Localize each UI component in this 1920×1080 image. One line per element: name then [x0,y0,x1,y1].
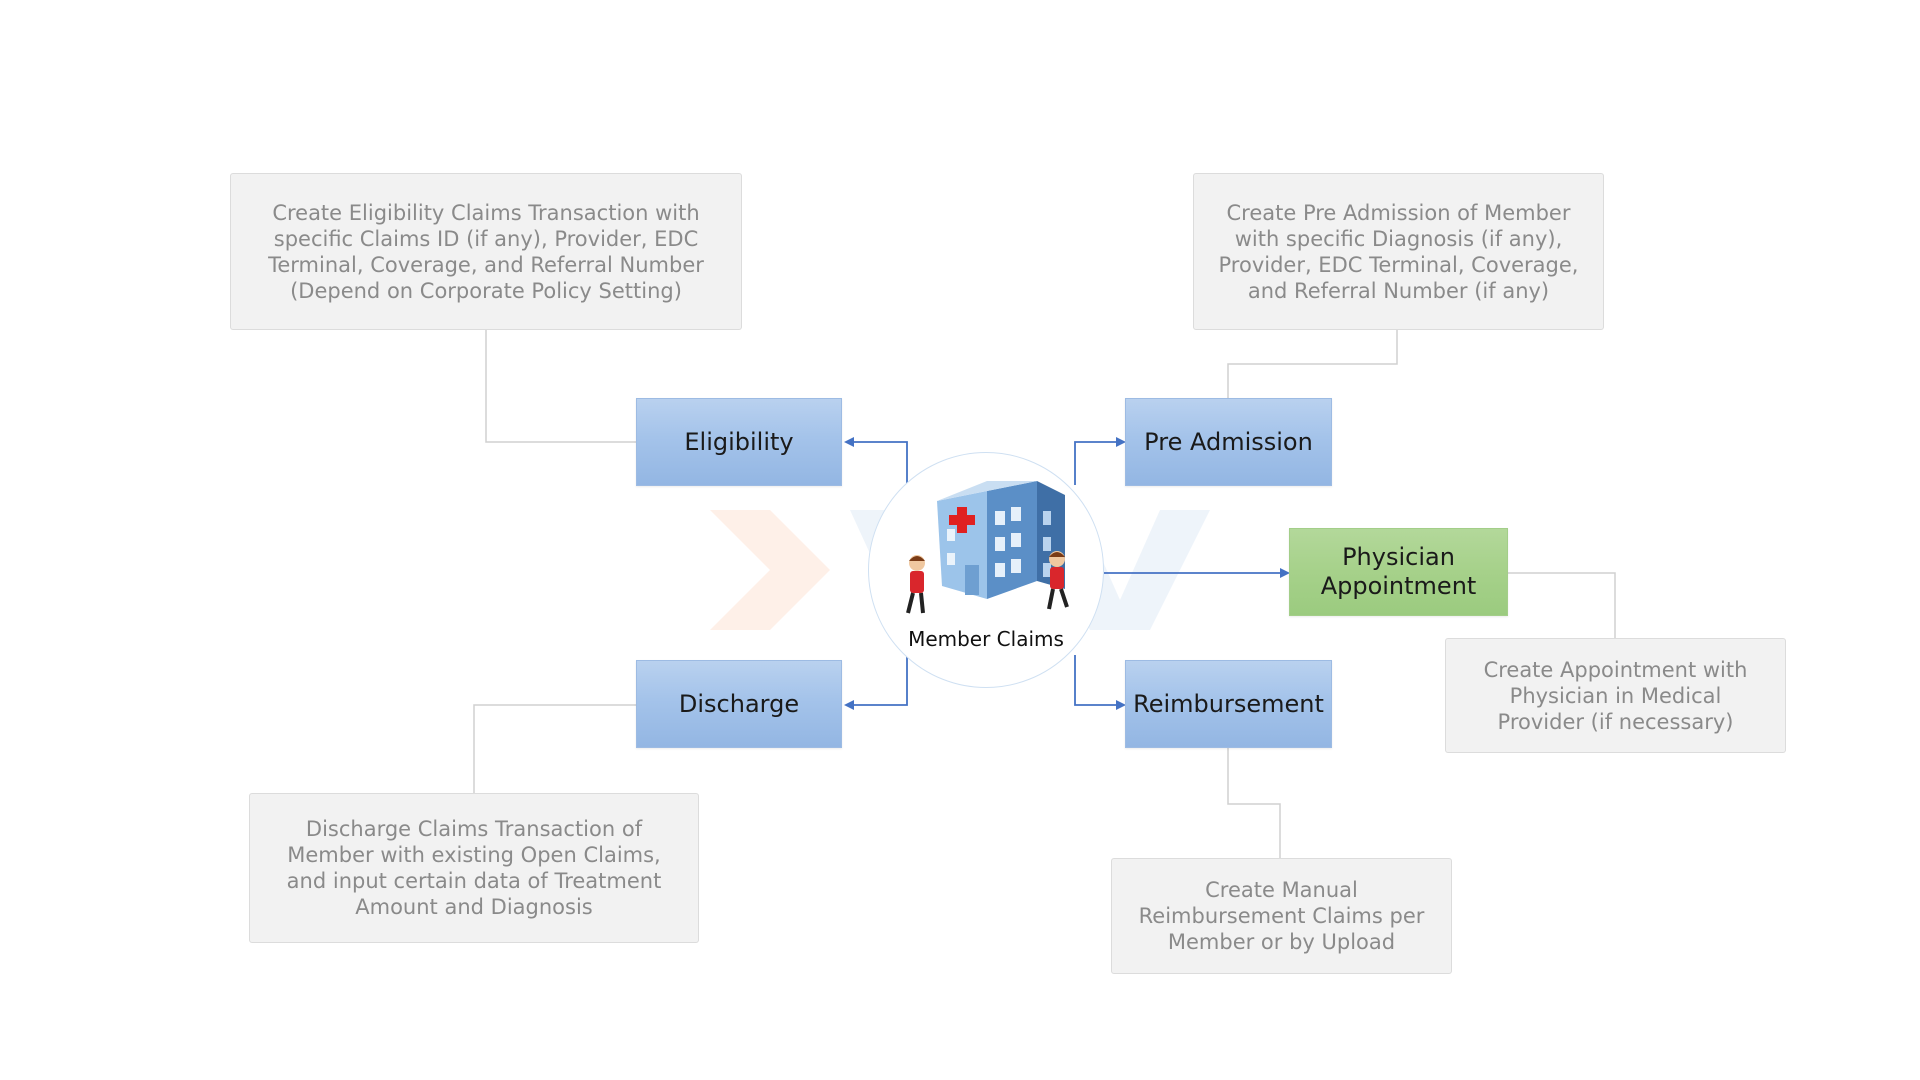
discharge-node[interactable]: Discharge [636,660,842,748]
connector-eligibility-description [485,330,636,443]
eligibility-node[interactable]: Eligibility [636,398,842,486]
physician-appointment-label: Physician Appointment [1320,543,1477,600]
reimbursement-node[interactable]: Reimbursement [1125,660,1332,748]
arrow-to-reimbursement [1074,655,1126,710]
eligibility-description: Create Eligibility Claims Transaction wi… [230,173,742,330]
reimbursement-description: Create Manual Reimbursement Claims per M… [1111,858,1452,974]
hospital-building-icon [906,481,1069,614]
physician-appointment-description: Create Appointment with Physician in Med… [1445,638,1786,753]
arrow-to-discharge [844,655,908,710]
arrow-to-eligibility [844,437,908,485]
arrow-to-pre-admission [1074,437,1126,485]
member-claims-label: Member Claims [908,627,1064,651]
pre-admission-description: Create Pre Admission of Member with spec… [1193,173,1604,330]
connector-reimbursement-description [1227,748,1281,858]
member-claims-hub[interactable]: Member Claims [868,452,1104,688]
physician-appointment-node[interactable]: Physician Appointment [1289,528,1508,616]
discharge-description: Discharge Claims Transaction of Member w… [249,793,699,943]
connector-discharge-description [473,704,636,793]
connector-physician-description [1508,572,1616,638]
pre-admission-node[interactable]: Pre Admission [1125,398,1332,486]
connector-pre-admission-description [1227,330,1398,398]
